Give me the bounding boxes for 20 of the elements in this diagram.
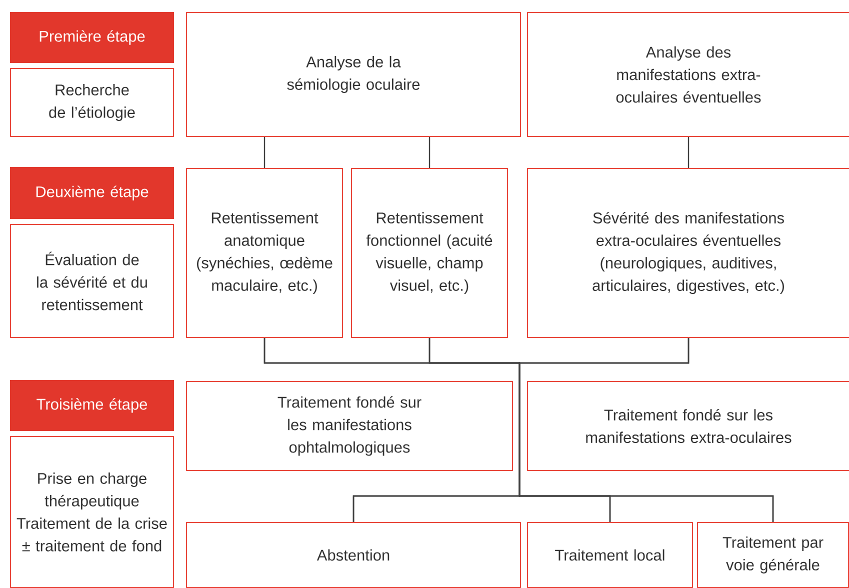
process-box: Traitement par voie générale bbox=[697, 522, 849, 588]
process-box: Traitement local bbox=[527, 522, 693, 588]
process-box: Retentissement fonctionnel (acuité visuelle, champ visuel, etc.) bbox=[351, 168, 508, 338]
process-box: Sévérité des manifestations extra-oculaires éventuelles (neurologiques, auditives, articulaires, digestives, etc.) bbox=[527, 168, 849, 338]
step-box: Recherche de l’étiologie bbox=[10, 68, 174, 137]
connector-line bbox=[428, 137, 430, 168]
step-header: Troisième étape bbox=[10, 380, 174, 431]
connector-line bbox=[518, 338, 774, 522]
step-box: Évaluation de la sévérité et du retentissement bbox=[10, 224, 174, 338]
step-header: Deuxième étape bbox=[10, 167, 174, 219]
process-box: Abstention bbox=[186, 522, 521, 588]
step-header: Première étape bbox=[10, 12, 174, 63]
process-box: Retentissement anatomique (synéchies, œdème maculaire, etc.) bbox=[186, 168, 343, 338]
connector-line bbox=[264, 137, 266, 168]
process-box: Analyse des manifestations extra-oculaires éventuelles bbox=[527, 12, 849, 137]
connector-line bbox=[688, 137, 690, 168]
process-box: Traitement fondé sur les manifestations ophtalmologiques bbox=[186, 381, 513, 471]
process-box: Traitement fondé sur les manifestations extra-oculaires bbox=[527, 381, 849, 471]
step-box: Prise en charge thérapeutique Traitement de la crise ± traitement de fond bbox=[10, 436, 174, 588]
process-box: Analyse de la sémiologie oculaire bbox=[186, 12, 521, 137]
